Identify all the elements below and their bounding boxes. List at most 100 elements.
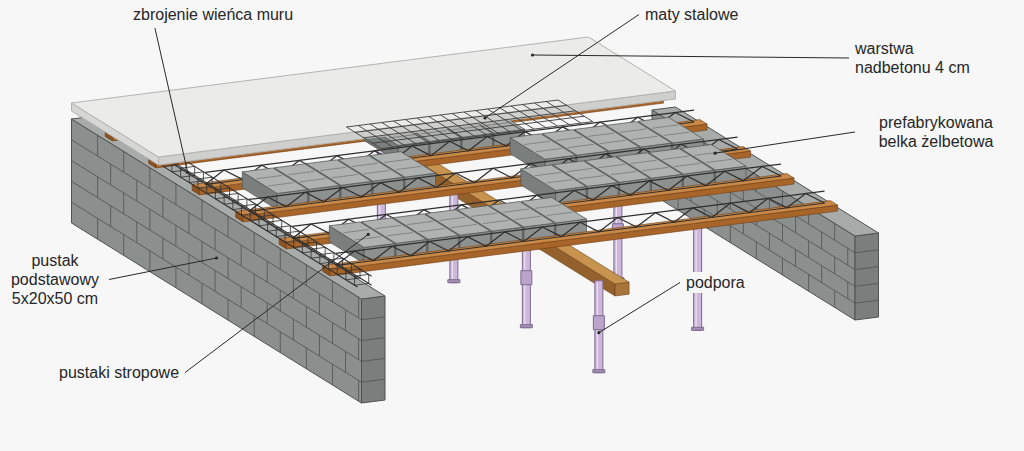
wall-joint [149, 251, 150, 272]
stirrup [242, 204, 256, 215]
block-groove [588, 133, 614, 136]
stirrup [224, 193, 238, 204]
block-groove [706, 159, 732, 162]
wall-joint [228, 216, 229, 237]
leader-line [485, 15, 639, 119]
wall-joint [345, 310, 346, 331]
mesh-bar [405, 120, 440, 142]
wall-joint [149, 209, 150, 230]
block-groove [483, 220, 509, 223]
wall-joint [319, 294, 320, 315]
block-groove [674, 163, 700, 166]
floor-block [329, 222, 394, 248]
leader-line [533, 55, 850, 58]
wall-joint [332, 323, 333, 344]
wall-joint [306, 306, 307, 327]
block-groove [578, 176, 604, 179]
stirrup [233, 199, 247, 210]
leader-line [155, 28, 188, 172]
rebar [163, 157, 357, 278]
stirrup [285, 231, 299, 242]
block-groove [632, 136, 658, 139]
wall-joint [97, 135, 98, 156]
callout-label: podpora [683, 272, 748, 293]
block-groove [320, 167, 346, 170]
mesh-bar [464, 112, 499, 134]
stirrup [346, 269, 360, 280]
topping-slab [72, 37, 676, 165]
mesh-bar [558, 100, 593, 122]
mesh-bar [476, 111, 511, 133]
leader-dot [215, 256, 218, 259]
block-groove [407, 221, 433, 224]
block-groove [268, 183, 294, 186]
wall-joint [821, 266, 822, 283]
wall-joint [782, 225, 783, 242]
block-groove [535, 205, 561, 208]
wall-joint [855, 283, 879, 286]
block-groove [536, 148, 562, 151]
stirrup [268, 220, 282, 231]
stirrup [198, 177, 212, 188]
stirrup [207, 183, 221, 194]
block-groove [343, 229, 369, 232]
timber-beam [615, 282, 629, 296]
callout-label: zbrojenie wieńca muru [130, 4, 296, 25]
block-groove [451, 224, 477, 227]
mesh-bar [429, 117, 464, 139]
callout-label: pustak podstawowy 5x20x50 cm [4, 250, 106, 309]
beam-truss [249, 149, 738, 211]
block-groove [332, 175, 358, 178]
mesh-bar [535, 103, 570, 125]
wall-joint [110, 206, 111, 227]
block-groove [620, 129, 646, 132]
block-groove [515, 216, 541, 219]
mesh-bar [358, 126, 393, 148]
leader-dot [714, 152, 717, 155]
stirrup [329, 258, 343, 269]
block-groove [396, 166, 422, 169]
precast-beam [330, 205, 838, 276]
wall-joint [123, 193, 124, 214]
wall-joint [362, 338, 386, 341]
ring-reinforcement [163, 156, 371, 287]
block-groove [256, 175, 282, 178]
precast-beam [323, 201, 838, 270]
block-groove [300, 179, 326, 182]
prop-collar [593, 316, 604, 330]
block-groove [610, 172, 636, 175]
wall-joint [215, 271, 216, 292]
wall-joint [332, 364, 333, 385]
floor-block [510, 134, 575, 160]
leader-line [185, 234, 368, 372]
wall-joint [202, 242, 203, 263]
block-groove [663, 156, 689, 159]
block-groove [652, 125, 678, 128]
wall-joint [847, 282, 848, 299]
wall-block [362, 296, 386, 403]
block-groove [288, 171, 314, 174]
stirrup [259, 215, 273, 226]
wall-joint [254, 274, 255, 295]
stirrup [181, 166, 195, 177]
prop-foot [593, 370, 605, 373]
wall-joint [149, 168, 150, 189]
wall-joint [834, 223, 835, 240]
wall-joint [808, 274, 809, 291]
wall-joint [254, 232, 255, 253]
wall-joint [362, 358, 386, 361]
rebar [177, 156, 371, 277]
mesh-bar [394, 121, 429, 143]
wall-joint [808, 241, 809, 258]
mesh-bar [417, 118, 452, 140]
mesh-bar [370, 124, 405, 146]
leader-dot [483, 116, 486, 119]
wall-joint [202, 283, 203, 304]
mesh-bar [441, 115, 476, 137]
wall-joint [267, 303, 268, 324]
block-groove [547, 212, 573, 215]
block-groove [503, 209, 529, 212]
block-groove [642, 167, 668, 170]
wall-joint [175, 267, 176, 288]
beam-truss [336, 191, 825, 253]
